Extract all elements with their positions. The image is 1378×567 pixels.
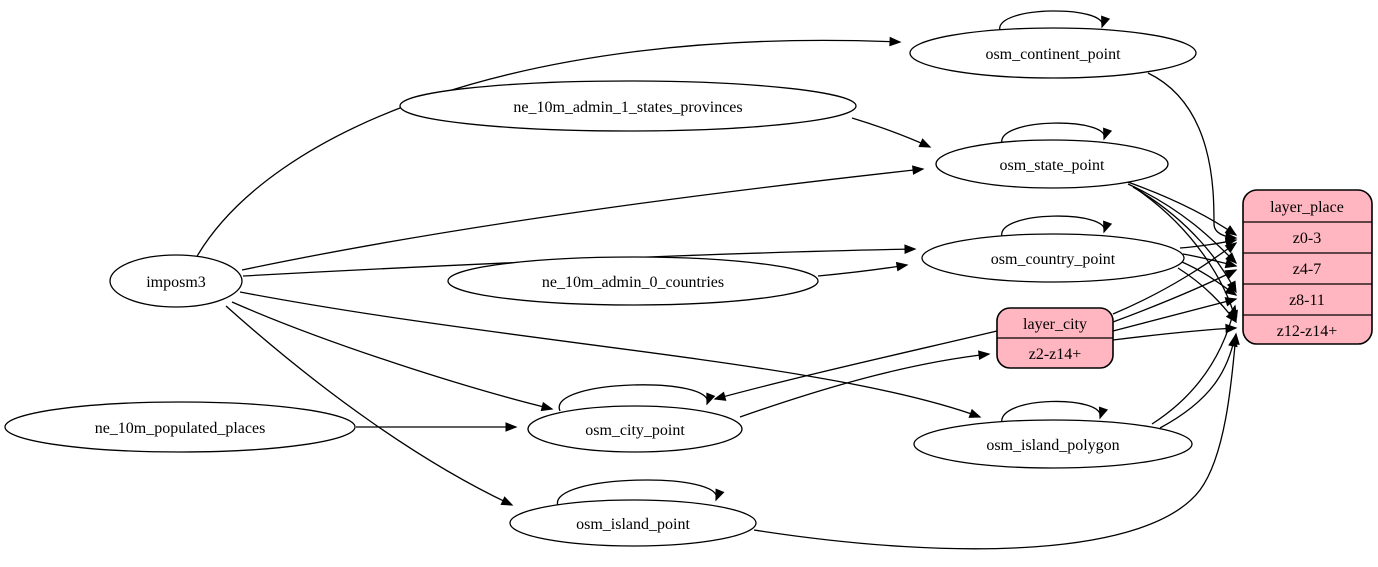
node-osm_city_point-label: osm_city_point bbox=[585, 422, 685, 439]
selfloop-osm_country_point bbox=[1001, 215, 1113, 238]
node-ne_populated-label: ne_10m_populated_places bbox=[95, 420, 266, 437]
edge-imposm3-osm_state_point bbox=[241, 165, 925, 271]
node-imposm3-label: imposm3 bbox=[146, 274, 206, 291]
selfloop-osm_state_point bbox=[1001, 122, 1113, 145]
node-osm_country_point: osm_country_point bbox=[921, 233, 1185, 283]
edge-ne_countries-osm_country_point bbox=[817, 261, 909, 277]
node-osm_continent_point-shape bbox=[909, 27, 1197, 79]
record-layer_place-row-z4-7: z4-7 bbox=[1293, 261, 1321, 278]
node-ne_10m_admin_0_countries: ne_10m_admin_0_countries bbox=[447, 256, 819, 306]
record-layer_place-box bbox=[1242, 189, 1373, 345]
edge-layer_city-place-z12 bbox=[1112, 323, 1238, 341]
node-ne_10m_populated_places: ne_10m_populated_places bbox=[4, 401, 356, 453]
record-layer_place-title: layer_place bbox=[1270, 199, 1344, 216]
edge-imposm3-osm_island_point bbox=[225, 305, 514, 506]
node-osm_continent_point-label: osm_continent_point bbox=[985, 46, 1121, 63]
record-layer_city-title: layer_city bbox=[1023, 316, 1087, 333]
node-osm_state_point: osm_state_point bbox=[935, 139, 1169, 189]
record-layer_place-row-z8-11: z8-11 bbox=[1289, 292, 1325, 309]
selfloop-osm_island_point bbox=[557, 479, 725, 507]
node-osm_continent_point: osm_continent_point bbox=[909, 27, 1197, 79]
edge-imposm3-osm_continent_point bbox=[195, 36, 902, 259]
edge-state-place-z4-7 bbox=[1127, 183, 1238, 265]
record-layer_place-row-z0-3: z0-3 bbox=[1293, 230, 1321, 247]
edge-imposm3-osm_island_polygon bbox=[239, 291, 982, 418]
node-osm_island_polygon-label: osm_island_polygon bbox=[986, 437, 1119, 454]
node-osm_state_point-shape bbox=[935, 139, 1169, 189]
record-layer_city: layer_city z2-z14+ bbox=[996, 307, 1114, 369]
node-osm_country_point-shape bbox=[921, 233, 1185, 283]
selfloop-osm_island_polygon bbox=[1001, 400, 1108, 425]
selfloop-osm_continent_point bbox=[999, 10, 1111, 32]
edge-country-place-z0-3 bbox=[1179, 237, 1238, 249]
node-osm_city_point-shape bbox=[527, 405, 743, 453]
node-ne_10m_admin_1_states_provinces: ne_10m_admin_1_states_provinces bbox=[399, 80, 857, 132]
node-osm_state_point-label: osm_state_point bbox=[1000, 157, 1105, 174]
node-ne_countries-label: ne_10m_admin_0_countries bbox=[542, 274, 724, 291]
node-osm_island_point: osm_island_point bbox=[509, 499, 757, 547]
node-imposm3: imposm3 bbox=[109, 254, 243, 308]
edge-island_point-place-z12 bbox=[753, 332, 1240, 550]
edge-imposm3-osm_city_point bbox=[231, 301, 554, 412]
edge-state-place-z8-11 bbox=[1132, 186, 1237, 294]
node-osm_island_point-label: osm_island_point bbox=[576, 516, 690, 533]
edge-group bbox=[195, 10, 1240, 550]
node-ne_populated-shape bbox=[4, 401, 356, 453]
node-ne_states-label: ne_10m_admin_1_states_provinces bbox=[513, 99, 742, 116]
edge-state-place-z0-3 bbox=[1121, 179, 1238, 236]
record-layer_place: layer_place z0-3 z4-7 z8-11 z12-z14+ bbox=[1242, 189, 1373, 345]
record-layer_place-row-z12-z14: z12-z14+ bbox=[1277, 323, 1338, 340]
edge-continent-place-z0-3 bbox=[1147, 72, 1238, 242]
edge-island_polygon-place-z8-11 bbox=[1151, 304, 1238, 425]
edge-country-place-z8-11 bbox=[1181, 261, 1238, 296]
edge-layer_city-place-z0-3 bbox=[1112, 242, 1238, 315]
edge-island_polygon-place-z12 bbox=[1159, 334, 1238, 429]
record-layer_city-row-z2-z14: z2-z14+ bbox=[1029, 346, 1082, 363]
edge-ne_states-osm_state_point bbox=[851, 117, 932, 148]
node-osm_city_point: osm_city_point bbox=[527, 405, 743, 453]
node-osm_country_point-label: osm_country_point bbox=[991, 251, 1116, 268]
edge-city-layer_city-z2 bbox=[739, 350, 991, 418]
selfloop-osm_city_point bbox=[558, 384, 716, 412]
node-osm_island_polygon: osm_island_polygon bbox=[913, 419, 1193, 469]
node-osm_island_polygon-shape bbox=[913, 419, 1193, 469]
node-ne_states-shape bbox=[399, 80, 857, 132]
node-osm_island_point-shape bbox=[509, 499, 757, 547]
edge-layer_city-place-z4-7 bbox=[1112, 269, 1238, 323]
edge-layer_city-osm_city_point bbox=[713, 330, 998, 401]
node-ne_countries-shape bbox=[447, 256, 819, 306]
node-imposm3-shape bbox=[109, 254, 243, 308]
edge-layer_city-place-z8-11 bbox=[1112, 297, 1238, 332]
